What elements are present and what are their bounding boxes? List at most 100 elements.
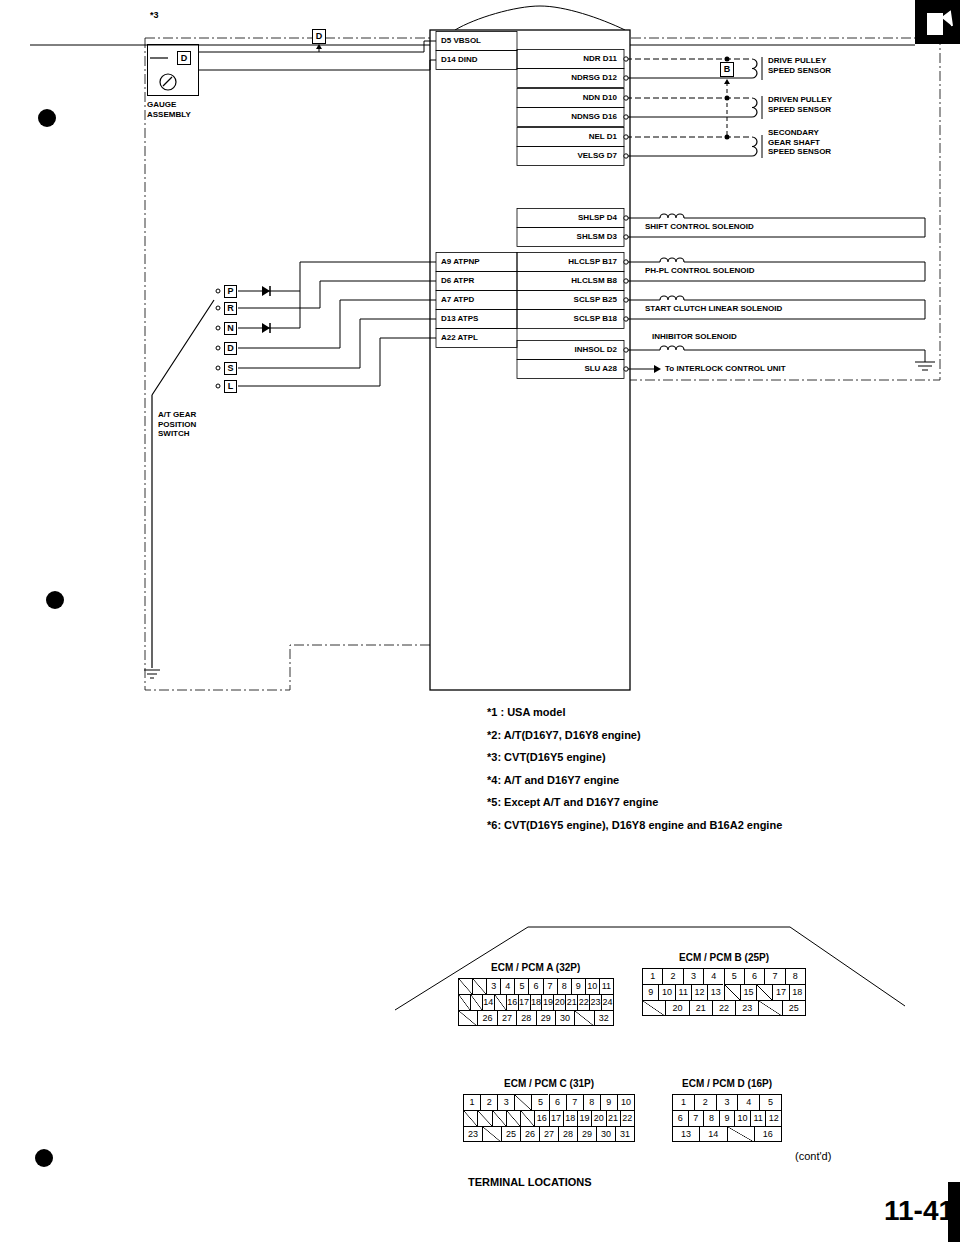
terminal-number: 5 <box>768 1098 773 1107</box>
terminal-cell: 10 <box>585 978 599 994</box>
terminal-number: 18 <box>531 998 541 1007</box>
pin-terminal <box>624 279 628 283</box>
terminal-number: 21 <box>567 998 577 1007</box>
terminal-number: 20 <box>672 1004 682 1013</box>
sensor-core <box>762 57 763 158</box>
section-icon-pump <box>928 12 952 34</box>
terminal-number: 27 <box>544 1130 554 1139</box>
terminal-number: 3 <box>504 1098 509 1107</box>
terminal-number: 6 <box>555 1098 560 1107</box>
pin-terminal <box>624 235 628 239</box>
terminal-number: 18 <box>792 988 802 997</box>
terminal-cell <box>458 994 470 1010</box>
pin-name: NEL D1 <box>517 132 617 142</box>
component-name: SHIFT CONTROL SOLENOID <box>645 222 754 232</box>
terminal-cell: 7 <box>764 968 784 984</box>
terminal-number: 23 <box>742 1004 752 1013</box>
terminal-cell: 4 <box>737 1094 759 1110</box>
terminal-number: 23 <box>591 998 601 1007</box>
component-name: START CLUTCH LINEAR SOLENOID <box>645 304 782 314</box>
pin-name: VELSG D7 <box>517 151 617 161</box>
terminal-number: 10 <box>738 1114 748 1123</box>
terminal-cell: 16 <box>534 1110 548 1126</box>
terminal-cell: 3 <box>683 968 703 984</box>
terminal-cell: 31 <box>615 1126 634 1142</box>
terminal-cell: 11 <box>750 1110 766 1126</box>
pin-box <box>517 341 624 360</box>
terminal-cell <box>470 994 482 1010</box>
switch-contact <box>216 384 220 388</box>
pin-name: NDR D11 <box>517 54 617 64</box>
switch-contacts <box>216 289 220 388</box>
terminal-number: 30 <box>601 1130 611 1139</box>
terminal-cell: 7 <box>688 1110 704 1126</box>
terminal-number: 15 <box>743 988 753 997</box>
connector-letter-box: N <box>224 322 237 335</box>
terminal-cell: 13 <box>672 1126 699 1142</box>
footnote: *1 : USA model <box>487 706 565 719</box>
pin-box <box>517 228 624 247</box>
terminal-cell: 21 <box>689 1000 712 1016</box>
junction-dot <box>725 135 730 140</box>
terminal-cell: 23 <box>735 1000 758 1016</box>
terminal-cell: 27 <box>539 1126 558 1142</box>
gauge-lamp <box>150 57 168 58</box>
terminal-cell: 26 <box>520 1126 539 1142</box>
harness-outline <box>455 6 625 30</box>
wire <box>199 41 436 70</box>
terminal-cell: 14 <box>482 994 494 1010</box>
terminal-cell: 11 <box>675 984 691 1000</box>
terminal-number: 2 <box>487 1098 492 1107</box>
binder-hole <box>38 109 56 127</box>
terminal-cell: 1 <box>642 968 662 984</box>
terminal-cell: 10 <box>658 984 674 1000</box>
terminal-number: 18 <box>565 1114 575 1123</box>
pin-box <box>436 51 517 70</box>
pin-terminal <box>624 298 628 302</box>
pin-name: NDNSG D16 <box>517 112 617 122</box>
terminal-cell: 4 <box>703 968 723 984</box>
pin-box <box>517 310 624 329</box>
switch-contact <box>216 366 220 370</box>
terminal-cell <box>727 1126 754 1142</box>
terminal-number: 29 <box>541 1014 551 1023</box>
terminal-number: 28 <box>521 1014 531 1023</box>
terminal-cell: 3 <box>497 1094 514 1110</box>
terminal-number: 16 <box>537 1114 547 1123</box>
terminal-cell: 3 <box>716 1094 738 1110</box>
terminal-number: 28 <box>563 1130 573 1139</box>
pin-terminal <box>624 96 628 100</box>
terminal-cell: 12 <box>765 1110 781 1126</box>
terminal-number: 25 <box>506 1130 516 1139</box>
terminal-cell <box>756 984 772 1000</box>
connector-title: ECM / PCM B (25P) <box>679 952 769 964</box>
pin-name: D6 ATPR <box>441 276 513 286</box>
terminal-cell <box>758 1000 781 1016</box>
sensor-coil <box>752 59 757 156</box>
terminal-number: 20 <box>555 998 565 1007</box>
pin-box <box>517 291 624 310</box>
terminal-number: 10 <box>621 1098 631 1107</box>
terminal-cell <box>472 978 486 994</box>
terminal-cell: 9 <box>719 1110 735 1126</box>
pin-box <box>517 69 624 88</box>
terminal-number: 9 <box>576 982 581 991</box>
terminal-number: 5 <box>732 972 737 981</box>
terminal-number: 24 <box>603 998 613 1007</box>
pin-box <box>436 329 517 348</box>
pin-box <box>436 272 517 291</box>
pin-name: SLU A28 <box>517 364 617 374</box>
terminal-cell: 19 <box>541 994 553 1010</box>
terminal-cell: 5 <box>531 1094 548 1110</box>
connector-letter-box: D <box>177 51 191 65</box>
terminal-number: 4 <box>746 1098 751 1107</box>
terminal-cell: 22 <box>620 1110 634 1126</box>
section-icon <box>915 0 960 44</box>
connector-letter: N <box>227 324 234 333</box>
switch-contact <box>216 346 220 350</box>
pin-box <box>436 291 517 310</box>
terminal-number: 22 <box>719 1004 729 1013</box>
terminal-number: 27 <box>502 1014 512 1023</box>
pin-name: D13 ATPS <box>441 314 513 324</box>
